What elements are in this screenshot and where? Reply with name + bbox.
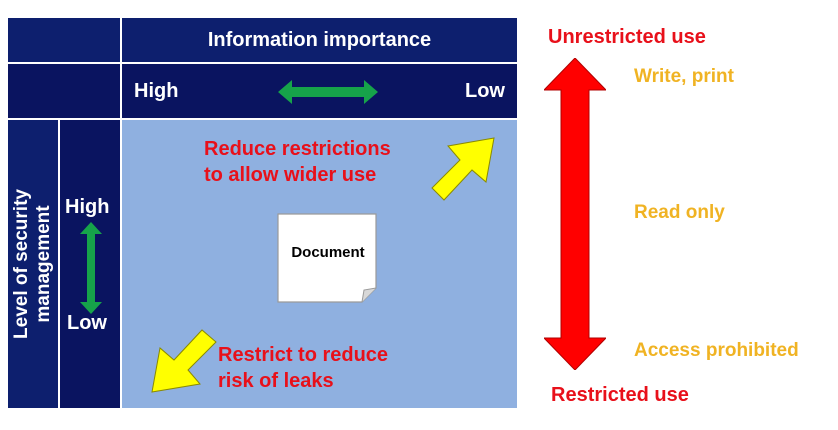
access-prohibited-label: Access prohibited [634,340,799,361]
info-importance-scale-row: High Low [122,64,517,118]
info-importance-title: Information importance [207,28,432,51]
write-print-label: Write, print [634,66,734,87]
vertical-red-double-arrow-icon [544,58,606,370]
corner-top-block [8,18,120,62]
corner-bottom-block [8,64,120,118]
security-level-title: Level of security management [11,189,54,339]
restrict-text: Restrict to reduce risk of leaks [218,344,389,392]
vertical-double-arrow-icon [80,222,102,314]
restricted-use-label: Restricted use [551,384,689,406]
info-low-label: Low [465,80,505,102]
down-left-arrow-icon [151,329,217,393]
security-low-label: Low [67,312,107,334]
up-right-arrow-icon [431,137,495,201]
document-icon: Document [276,212,380,304]
matrix-area: Reduce restrictions to allow wider use D… [122,120,517,408]
document-label: Document [291,244,365,261]
reduce-restrictions-text: Reduce restrictions to allow wider use [204,138,391,186]
security-level-scale: High Low [60,120,120,408]
read-only-label: Read only [634,202,725,223]
info-importance-header: Information importance [122,18,517,62]
security-level-panel: Level of security management [8,120,58,408]
horizontal-double-arrow-icon [278,80,378,104]
unrestricted-use-label: Unrestricted use [548,26,706,48]
security-high-label: High [65,196,110,218]
info-high-label: High [134,80,179,102]
